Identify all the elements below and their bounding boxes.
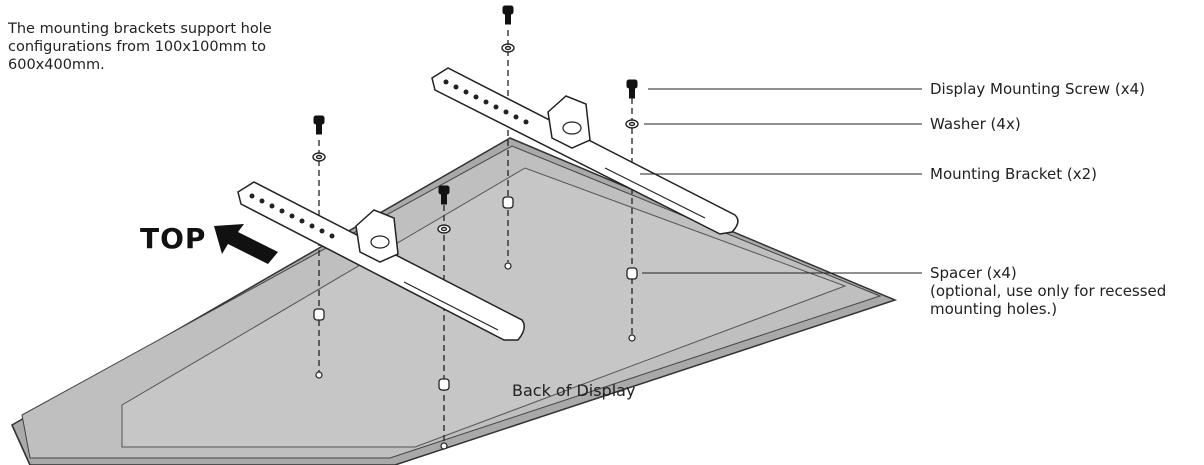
- spacer-icon: [502, 196, 514, 209]
- callout-washer: Washer (4x): [930, 115, 1021, 133]
- screw-icon: [502, 5, 514, 25]
- mounting-hole: [315, 371, 323, 379]
- screw-icon: [626, 79, 638, 99]
- callout-spacer-line-1: Spacer (x4): [930, 264, 1017, 282]
- bracket-rear-body: [431, 67, 739, 235]
- mounting-hole: [504, 262, 512, 270]
- bracket-rear-clip-hole: [562, 121, 582, 135]
- callout-screw-text: Display Mounting Screw (x4): [930, 80, 1146, 98]
- washer-icon: [312, 152, 326, 162]
- callout-screw: Display Mounting Screw (x4): [930, 80, 1145, 98]
- bracket-front-clip-hole: [370, 235, 390, 249]
- callout-spacer-line-2: (optional, use only for recessed: [930, 282, 1167, 300]
- intro-line-3: 600x400mm.: [8, 57, 105, 73]
- bracket-front-holes: [249, 193, 335, 239]
- back-of-display-label: Back of Display: [512, 381, 636, 400]
- washers: [312, 43, 639, 234]
- top-arrow-icon: [214, 224, 278, 264]
- spacer-icon: [626, 267, 638, 280]
- intro-line-1: The mounting brackets support hole: [8, 21, 272, 37]
- mounting-hole: [628, 334, 636, 342]
- top-direction-label: TOP: [140, 222, 207, 255]
- bracket-rear-holes: [443, 79, 529, 125]
- bracket-rear-slot: [604, 167, 706, 219]
- spacer-icon: [438, 378, 450, 391]
- mounting-hole: [440, 442, 448, 450]
- callout-leader-lines: [640, 88, 922, 274]
- screw-icon: [313, 115, 325, 135]
- screws: [313, 5, 638, 205]
- callout-spacer-line-3: mounting holes.): [930, 300, 1058, 318]
- mounting-holes: [315, 262, 636, 450]
- mounting-bracket-front: [237, 181, 525, 341]
- intro-text: The mounting brackets support hole confi…: [8, 20, 338, 74]
- callout-spacer: Spacer (x4) (optional, use only for rece…: [930, 264, 1166, 318]
- washer-icon: [437, 224, 451, 234]
- washer-icon: [501, 43, 515, 53]
- intro-line-2: configurations from 100x100mm to: [8, 39, 267, 55]
- callout-bracket: Mounting Bracket (x2): [930, 165, 1097, 183]
- callout-washer-text: Washer (4x): [930, 115, 1021, 133]
- spacer-icon: [313, 308, 325, 321]
- alignment-lines: [318, 30, 633, 443]
- display-bottom-edge: [11, 424, 31, 465]
- screw-icon: [438, 185, 450, 205]
- mounting-bracket-rear: [431, 67, 739, 235]
- spacers: [313, 196, 638, 391]
- washer-icon: [625, 119, 639, 129]
- callout-bracket-text: Mounting Bracket (x2): [930, 165, 1098, 183]
- bracket-front-slot: [403, 281, 499, 331]
